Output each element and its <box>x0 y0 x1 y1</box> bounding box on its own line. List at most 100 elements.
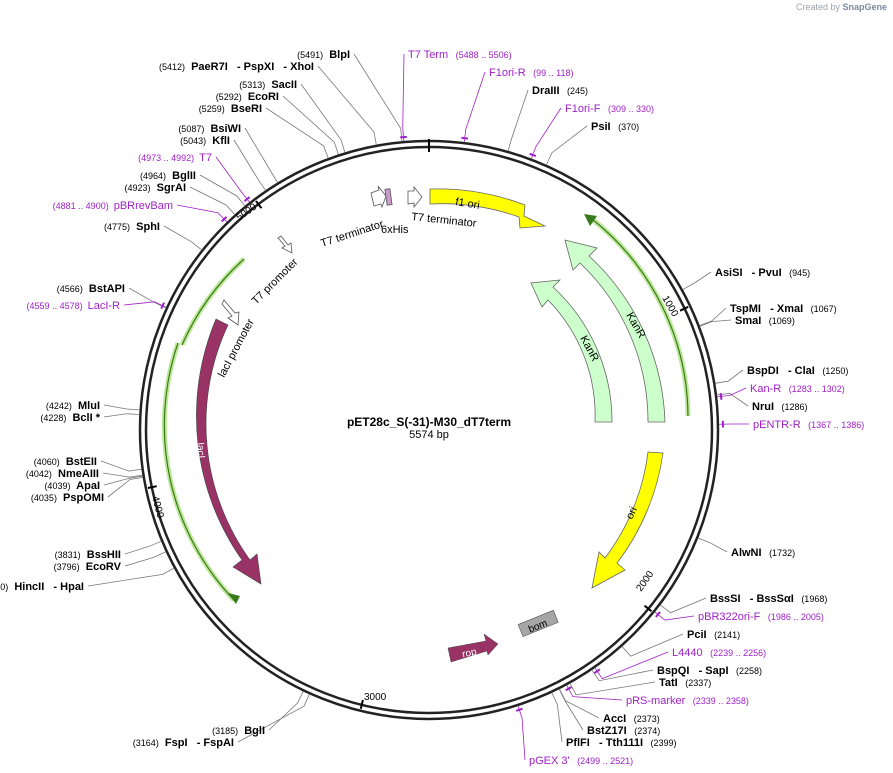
enzyme-site-label[interactable]: (4035) PspOMI <box>31 492 104 504</box>
enzyme-site-label[interactable]: NruI (1286) <box>752 401 808 413</box>
primer-label[interactable]: (4973 .. 4992) T7 <box>138 152 212 164</box>
primer-label[interactable]: pENTR-R (1367 .. 1386) <box>753 419 864 431</box>
tick-mark <box>679 305 689 312</box>
enzyme-site-label[interactable]: (4039) ApaI <box>44 480 100 492</box>
primer-name: L4440 <box>672 647 703 659</box>
enzyme-site-label[interactable]: DraIII (245) <box>532 85 588 97</box>
enzyme-site-label[interactable]: (5412) PaeR7I - PspXI - XhoI <box>159 61 314 73</box>
enzyme-site-label[interactable]: (5313) SacII <box>239 79 297 91</box>
primer-range: (4973 .. 4992) <box>138 153 199 163</box>
primer-label[interactable]: F1ori-R (99 .. 118) <box>489 67 574 79</box>
label-part: BssSI <box>710 593 741 605</box>
plasmid-name: pET28c_S(-31)-M30_dT7term <box>347 415 511 429</box>
enzyme-site-label[interactable]: (3164) FspI - FspAI <box>133 737 234 749</box>
primer-label[interactable]: pGEX 3' (2499 .. 2521) <box>529 755 633 767</box>
primer-label[interactable]: Kan-R (1283 .. 1302) <box>750 383 845 395</box>
label-part: PspOMI <box>57 492 104 504</box>
connector-line <box>463 71 486 143</box>
enzyme-site-label[interactable]: (3740) HincII - HpaI <box>0 581 84 593</box>
enzyme-site-label[interactable]: AsiSI - PvuI (945) <box>715 267 810 279</box>
enzyme-site-label[interactable]: (4964) BglII <box>140 170 196 182</box>
primer-range: (1283 .. 1302) <box>781 384 845 394</box>
primer-label[interactable]: pRS-marker (2339 .. 2358) <box>626 695 749 707</box>
enzyme-site-label[interactable]: AlwNI (1732) <box>731 547 795 559</box>
connector-line <box>551 692 563 743</box>
enzyme-site-label[interactable]: TspMI - XmaI (1067) <box>730 303 837 315</box>
enzyme-site-label[interactable]: (5292) EcoRI <box>216 91 279 103</box>
primer-mark <box>719 393 723 400</box>
connector-line <box>103 413 140 418</box>
enzyme-site-label[interactable]: BspDI - ClaI (1250) <box>747 365 848 377</box>
primer-range: (99 .. 118) <box>526 68 574 78</box>
primer-label[interactable]: pBR322ori-F (1986 .. 2005) <box>698 611 824 623</box>
label-part: (5412) <box>159 62 185 72</box>
feature-t7-promoter[interactable]: T7 promoter <box>250 235 301 307</box>
enzyme-site-label[interactable]: (3796) EcoRV <box>54 561 122 573</box>
label-part: PciI <box>687 629 707 641</box>
primer-mark <box>461 136 469 140</box>
enzyme-site-label[interactable]: BssSI - BssSαI (1968) <box>710 593 827 605</box>
enzyme-site-label[interactable]: (4228) BclI * <box>40 412 100 424</box>
enzyme-site-label[interactable]: PsiI (370) <box>591 121 639 133</box>
label-part: (2373) <box>626 714 660 724</box>
primer-label[interactable]: L4440 (2239 .. 2256) <box>672 647 766 659</box>
enzyme-site-label[interactable]: BstZ17I (2374) <box>587 725 660 737</box>
primer-range: (2239 .. 2256) <box>703 648 767 658</box>
label-part: KflI <box>206 135 230 147</box>
feature-kanr-outer[interactable]: KanR <box>564 239 666 423</box>
primer-label[interactable]: T7 Term (5488 .. 5506) <box>408 49 512 61</box>
label-part: BlpI <box>323 49 350 61</box>
enzyme-site-label[interactable]: PflFI - Tth111I (2399) <box>566 737 677 749</box>
enzyme-site-label[interactable]: (3831) BssHII <box>55 549 121 561</box>
feature-laci[interactable]: lacI <box>194 318 262 585</box>
enzyme-site-label[interactable]: (5259) BseRI <box>199 103 262 115</box>
feature-bom[interactable]: bom <box>517 609 559 637</box>
label-part: AsiSI <box>715 267 743 279</box>
enzyme-site-label[interactable]: (5087) BsiWI <box>178 123 241 135</box>
label-part: FspI <box>159 737 188 749</box>
feature-laci-promoter[interactable]: lacI promoter <box>216 299 257 379</box>
primer-mark <box>529 152 537 158</box>
enzyme-site-label[interactable]: PciI (2141) <box>687 629 740 641</box>
label-part: AlwNI <box>731 547 762 559</box>
enzyme-site-label[interactable]: (5491) BlpI <box>297 49 350 61</box>
feature-t7-terminator-left[interactable]: T7 terminator <box>319 185 387 250</box>
feature-rop[interactable]: rop <box>447 633 499 663</box>
label-part: (4566) <box>57 284 83 294</box>
enzyme-site-label[interactable]: (4775) SphI <box>104 221 160 233</box>
label-part: (4964) <box>140 171 166 181</box>
feature-6xhis[interactable]: 6xHis <box>381 188 409 236</box>
primer-label[interactable]: (4559 .. 4578) LacI-R <box>27 300 121 312</box>
connector-line <box>176 204 228 223</box>
primer-mark <box>593 668 601 674</box>
feature-f1-ori[interactable]: f1 ori <box>429 188 547 229</box>
label-part: BseRI <box>225 103 262 115</box>
enzyme-site-label[interactable]: AccI (2373) <box>603 713 660 725</box>
snapgene-credit: Created by SnapGene <box>796 2 887 12</box>
enzyme-site-label[interactable]: (4566) BstAPI <box>57 283 125 295</box>
primer-label[interactable]: F1ori-F (309 .. 330) <box>565 103 654 115</box>
enzyme-site-label[interactable]: (3185) BglI <box>212 725 265 737</box>
enzyme-site-label[interactable]: BspQI - SapI (2258) <box>657 665 762 677</box>
enzyme-site-label[interactable]: (4060) BstEII <box>34 456 97 468</box>
connector-line <box>591 669 654 682</box>
connector-line <box>103 404 140 411</box>
label-part: (2141) <box>707 630 741 640</box>
tick-label: 3000 <box>364 692 387 703</box>
enzyme-site-label[interactable]: (4923) SgrAI <box>125 182 186 194</box>
label-part: HincII <box>8 581 44 593</box>
enzyme-site-label[interactable]: (4042) NmeAIII <box>26 468 99 480</box>
enzyme-site-label[interactable]: (4242) MluI <box>46 400 100 412</box>
label-part: - SapI <box>689 665 728 677</box>
connector-line <box>199 174 246 207</box>
label-part: (4035) <box>31 493 57 503</box>
feature-kanr-inner[interactable]: KanR <box>530 279 613 423</box>
enzyme-site-label[interactable]: (5043) KflI <box>180 135 230 147</box>
connector-line <box>103 475 143 486</box>
primer-label[interactable]: (4881 .. 4900) pBRrevBam <box>53 200 173 212</box>
connector-line <box>715 369 744 384</box>
feature-ori[interactable]: ori <box>591 451 664 589</box>
enzyme-site-label[interactable]: TatI (2337) <box>659 677 711 689</box>
connector-line <box>107 476 143 498</box>
enzyme-site-label[interactable]: SmaI (1069) <box>735 315 795 327</box>
